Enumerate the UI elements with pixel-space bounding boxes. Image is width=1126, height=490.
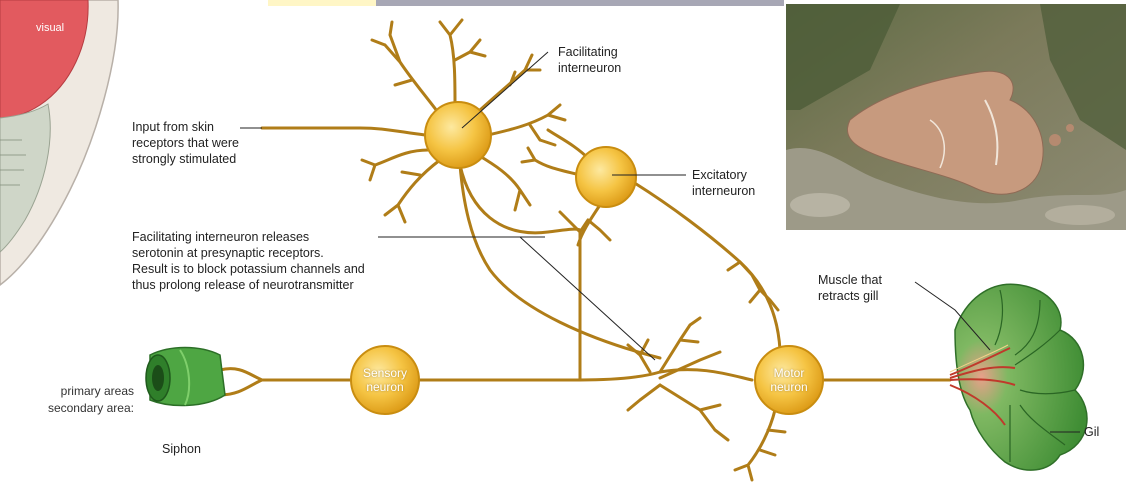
side-figure-legend: primary areas secondary area:: [0, 383, 134, 417]
input-line-1: Input from skin: [132, 119, 239, 135]
facilitating-line-1: Facilitating: [558, 44, 621, 60]
muscle-line-2: retracts gill: [818, 288, 882, 304]
sensory-line-2: neuron: [352, 380, 418, 394]
gray-strip: [376, 0, 784, 6]
muscle-line-1: Muscle that: [818, 272, 882, 288]
excitatory-line-1: Excitatory: [692, 167, 755, 183]
visual-region-label: visual: [36, 22, 64, 34]
release-description-label: Facilitating interneuron releases seroto…: [132, 229, 365, 293]
legend-line-secondary: secondary area:: [0, 400, 134, 417]
release-line-1: Facilitating interneuron releases: [132, 229, 365, 245]
release-line-2: serotonin at presynaptic receptors.: [132, 245, 365, 261]
release-line-4: thus prolong release of neurotransmitter: [132, 277, 365, 293]
facilitating-cell: [425, 102, 491, 168]
motor-neuron-label: Motor neuron: [756, 366, 822, 394]
sensory-line-1: Sensory: [352, 366, 418, 380]
excitatory-cell: [576, 147, 636, 207]
motor-line-1: Motor: [756, 366, 822, 380]
facilitating-line-2: interneuron: [558, 60, 621, 76]
excitatory-interneuron-label: Excitatory interneuron: [692, 167, 755, 199]
input-line-3: strongly stimulated: [132, 151, 239, 167]
siphon-label: Siphon: [162, 441, 201, 457]
sensory-neuron-label: Sensory neuron: [352, 366, 418, 394]
facilitating-interneuron-label: Facilitating interneuron: [558, 44, 621, 76]
gill: [950, 284, 1087, 470]
aplysia-photo: [786, 4, 1126, 230]
release-line-3: Result is to block potassium channels an…: [132, 261, 365, 277]
excitatory-line-2: interneuron: [692, 183, 755, 199]
brain-figure: [0, 0, 118, 285]
gill-label: Gil: [1084, 424, 1099, 440]
siphon: [146, 348, 225, 406]
yellow-strip: [268, 0, 376, 6]
motor-line-2: neuron: [756, 380, 822, 394]
legend-line-primary: primary areas: [0, 383, 134, 400]
input-label: Input from skin receptors that were stro…: [132, 119, 239, 167]
input-line-2: receptors that were: [132, 135, 239, 151]
muscle-label: Muscle that retracts gill: [818, 272, 882, 304]
